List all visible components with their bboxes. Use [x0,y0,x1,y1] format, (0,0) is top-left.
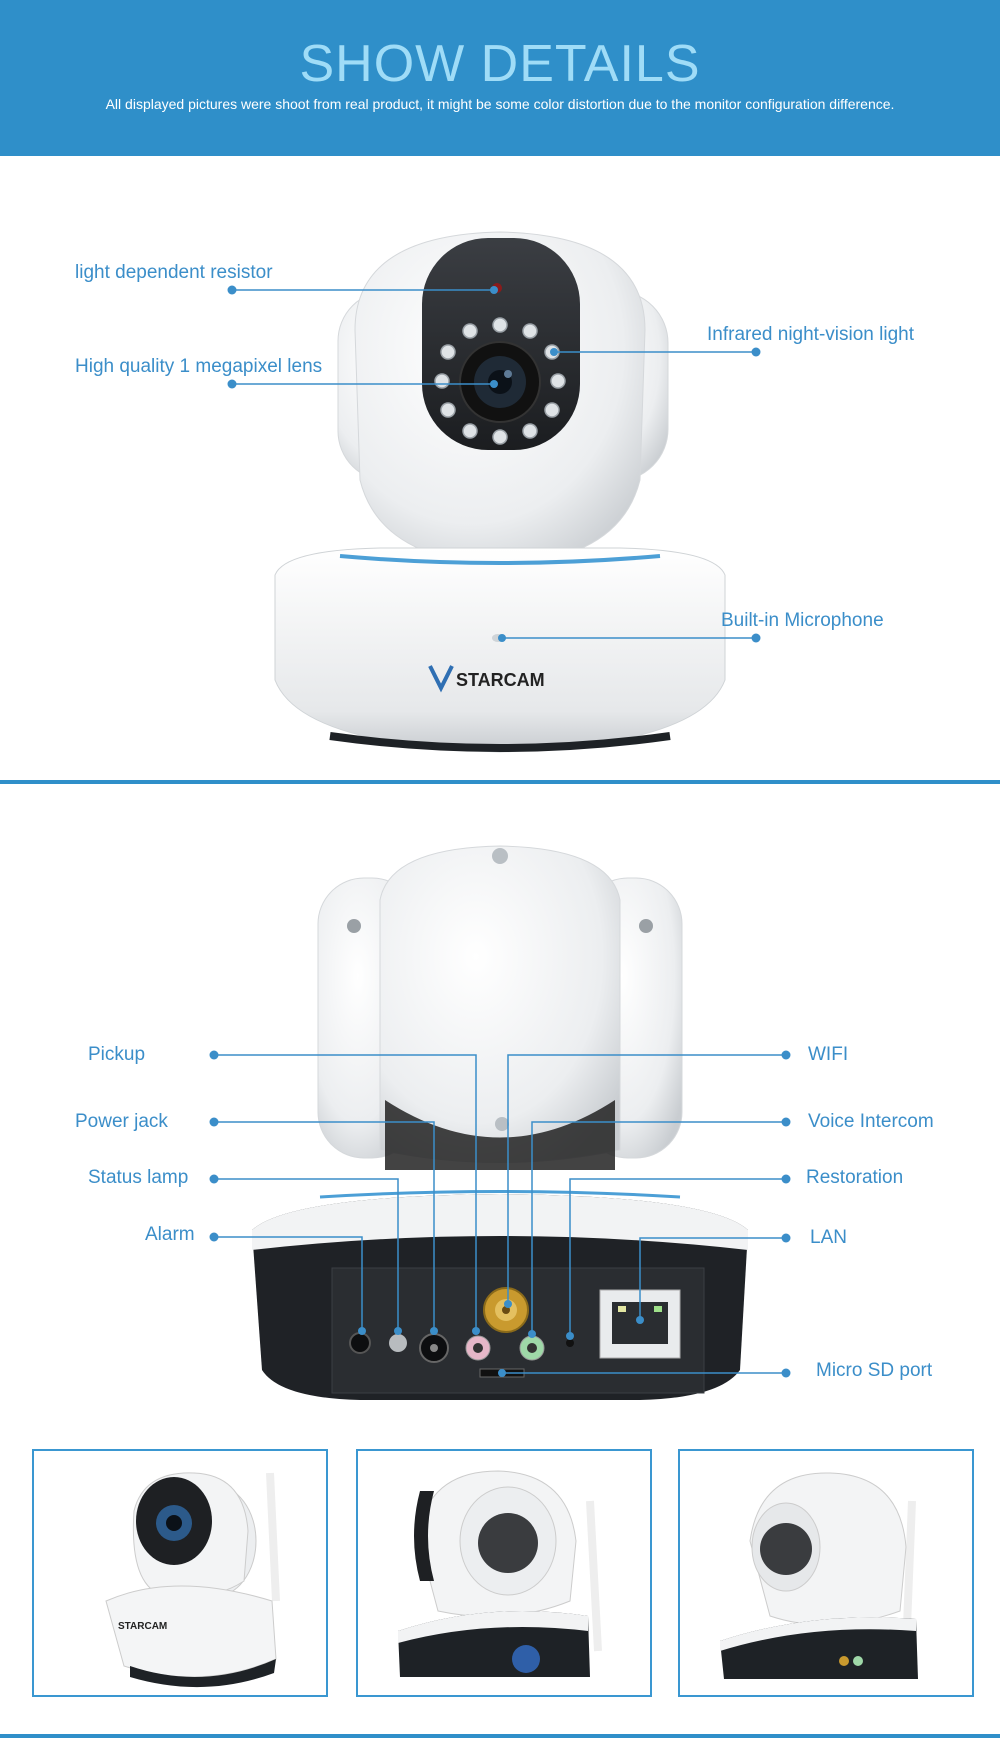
label-wifi: WIFI [808,1044,849,1065]
label-built-in-microphone: Built-in Microphone [721,610,884,631]
front-brand-logo: STARCAM [456,670,545,690]
thumbnail-side-view [356,1449,652,1697]
label-infrared-light: Infrared night-vision light [707,324,914,345]
front-camera-illustration: STARCAM [227,231,761,753]
bottom-divider [0,1734,1000,1738]
thumbnail-front-angle: STARCAM [32,1449,328,1697]
label-restoration: Restoration [806,1167,904,1188]
header-banner: SHOW DETAILS All displayed pictures were… [0,0,1000,156]
label-power-jack: Power jack [75,1111,168,1132]
label-voice-intercom: Voice Intercom [808,1111,934,1132]
label-micro-sd-port: Micro SD port [816,1360,933,1381]
label-pickup: Pickup [88,1044,146,1065]
thumb-brand-logo: STARCAM [118,1621,167,1632]
label-status-lamp: Status lamp [88,1167,189,1188]
label-light-dependent-resistor: light dependent resistor [75,262,273,283]
page-subtitle: All displayed pictures were shoot from r… [105,96,895,112]
section-divider [0,780,1000,784]
label-alarm: Alarm [145,1224,195,1245]
thumbnail-rear-angle [678,1449,974,1697]
back-camera-illustration [209,845,791,1400]
page-title: SHOW DETAILS [299,35,701,93]
label-lens: High quality 1 megapixel lens [75,356,323,377]
label-lan: LAN [810,1227,847,1248]
